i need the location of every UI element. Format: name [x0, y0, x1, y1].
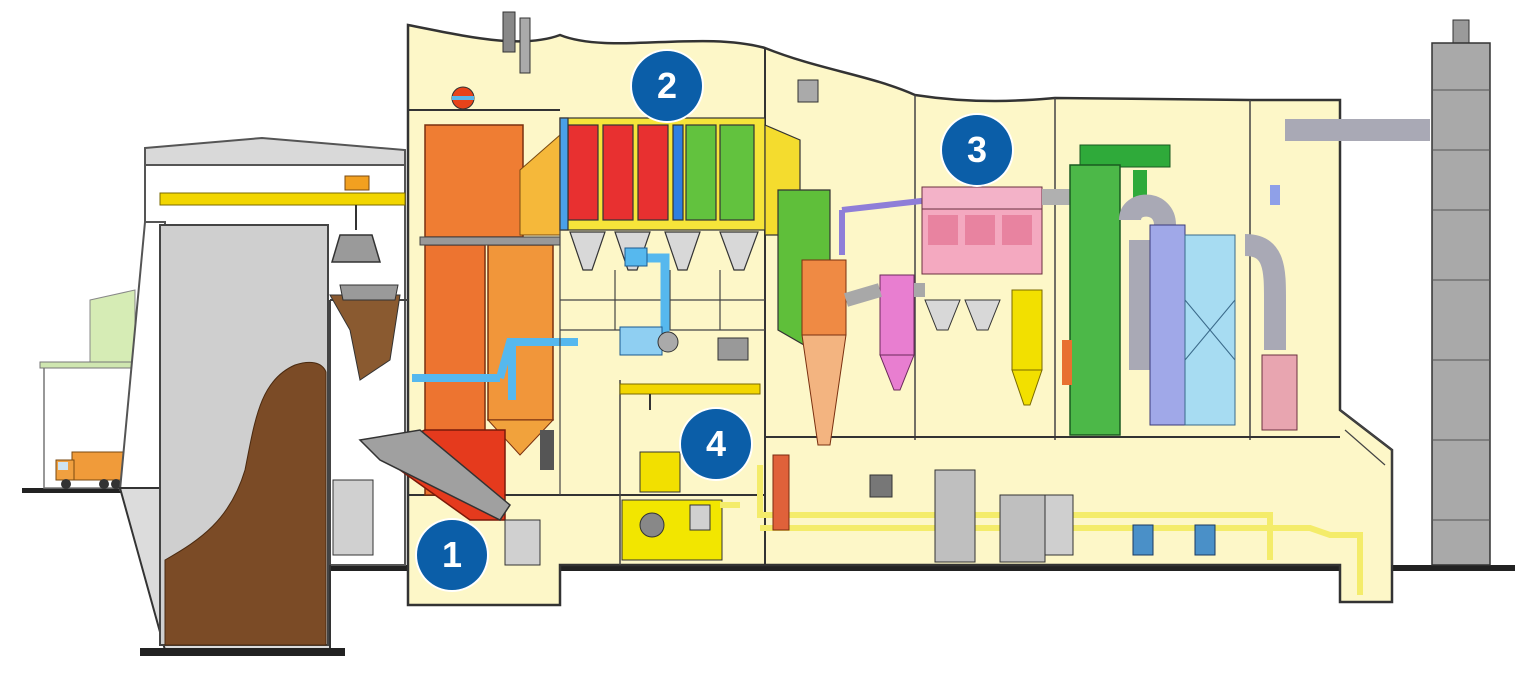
cooling-tower	[1184, 234, 1236, 426]
marker-3: 3	[942, 115, 1012, 185]
scrubber-tower	[1062, 144, 1171, 436]
cyclone	[801, 259, 847, 446]
marker-2: 2	[632, 51, 702, 121]
marker-1-label: 1	[441, 534, 463, 575]
flue-fan	[619, 247, 749, 361]
waste-pit	[159, 224, 329, 646]
turbine-generator	[621, 451, 723, 561]
reactor-purple	[879, 274, 915, 391]
lower-equipment	[332, 430, 893, 566]
feedwater-tank	[772, 454, 790, 531]
crane-beam	[619, 383, 761, 410]
wet-scrubber	[1149, 224, 1186, 426]
roof-vents	[451, 11, 819, 110]
furnace	[329, 284, 511, 521]
induced-draft-fan	[1261, 185, 1298, 431]
garbage-truck	[55, 451, 125, 489]
marker-4-label: 4	[705, 423, 727, 464]
baghouse-filter	[921, 186, 1072, 406]
marker-3-label: 3	[966, 129, 988, 170]
feedwater-pumps	[934, 469, 1216, 563]
purple-duct	[841, 197, 931, 213]
gray-duct	[844, 283, 925, 307]
marker-2-label: 2	[656, 65, 678, 106]
ground-line	[150, 565, 1515, 571]
air-ducts	[412, 338, 578, 400]
chimney-stack	[1431, 19, 1491, 566]
ground-line-left	[22, 488, 142, 493]
marker-4: 4	[681, 409, 751, 479]
side-stairs	[1339, 409, 1393, 565]
marker-1: 1	[417, 520, 487, 590]
